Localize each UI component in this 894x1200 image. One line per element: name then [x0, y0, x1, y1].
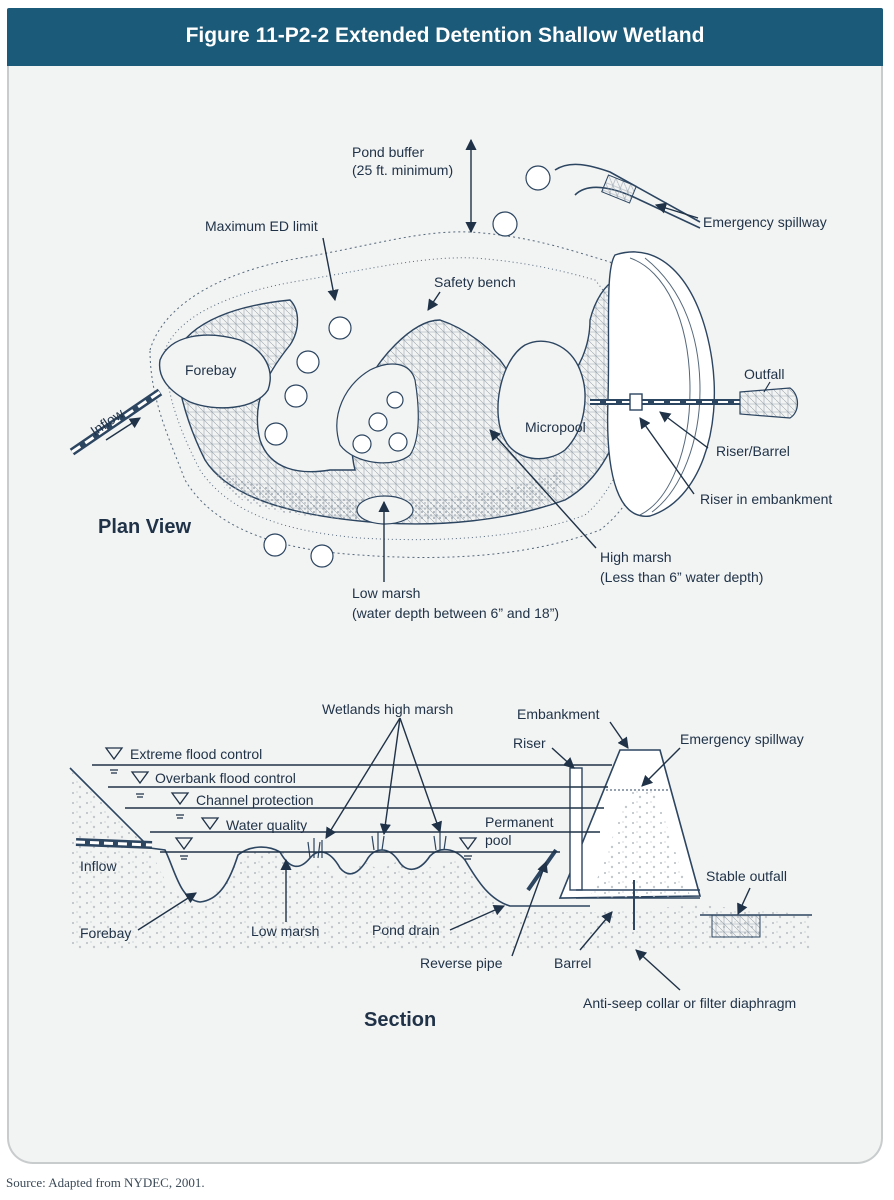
embankment-plan [606, 251, 716, 517]
forebay-arrow [137, 892, 197, 931]
ed-limit-arrow [322, 237, 339, 302]
high-marsh-area [215, 470, 562, 521]
label-overbank-flood-control: Overbank flood control [155, 770, 296, 786]
high-marsh-arrow [489, 429, 597, 549]
barrel-section [576, 889, 700, 899]
label-forebay-plan: Forebay [185, 362, 236, 378]
spillway-arrow [654, 202, 699, 219]
label-maximum-ed-limit: Maximum ED limit [205, 218, 318, 234]
label-low-marsh-section: Low marsh [251, 923, 319, 939]
safety-bench-arrow [427, 291, 441, 311]
deep-pool-oval [356, 495, 414, 525]
wetlands-arrow-1 [325, 717, 401, 839]
embankment-soil-fill [590, 790, 690, 898]
label-high-marsh-depth: (Less than 6” water depth) [600, 569, 763, 585]
label-high-marsh: High marsh [600, 549, 672, 565]
label-stable-outfall: Stable outfall [706, 868, 787, 884]
section-soil [70, 770, 812, 950]
label-riser-in-embankment: Riser in embankment [700, 491, 832, 507]
label-permanent-pool-1: Permanent [485, 814, 554, 830]
inflow-pipe-section-inner [75, 840, 153, 847]
label-outfall: Outfall [744, 366, 784, 382]
source-note: Source: Adapted from NYDEC, 2001. [6, 1175, 205, 1190]
label-reverse-pipe: Reverse pipe [420, 955, 503, 971]
inflow-arrow [105, 417, 141, 441]
embankment-arrow [609, 721, 629, 749]
wetlands-arrow-3 [399, 717, 442, 834]
label-riser: Riser [513, 735, 546, 751]
label-micropool: Micropool [525, 419, 586, 435]
section-view: Wetlands high marsh Embankment Emergency… [69, 701, 812, 1031]
label-pond-buffer: Pond buffer [352, 144, 424, 160]
label-water-quality: Water quality [226, 817, 307, 833]
label-extreme-flood-control: Extreme flood control [130, 746, 262, 762]
label-emergency-spillway-plan: Emergency spillway [703, 214, 827, 230]
riser-barrel-arrow [659, 411, 709, 449]
emergency-spillway-arrow [641, 747, 681, 787]
forebay-pond [158, 334, 271, 409]
pond-drain-arrow [449, 904, 506, 931]
label-pond-drain: Pond drain [372, 922, 440, 938]
wetlands-arrow-2 [379, 717, 401, 836]
plan-view-heading: Plan View [98, 516, 191, 538]
barrel-arrow [579, 911, 613, 951]
label-low-marsh-plan: Low marsh [352, 585, 420, 601]
anti-seep-arrow [635, 949, 681, 991]
wetland-figure: Pond buffer (25 ft. minimum) Emergency s… [69, 138, 832, 1031]
spillway-crest [601, 174, 637, 204]
label-safety-bench: Safety bench [434, 274, 516, 290]
stable-outfall-arrow [737, 887, 751, 916]
label-inflow-section: Inflow [80, 858, 117, 874]
tree-icons [263, 165, 551, 568]
micropool-pond [497, 340, 586, 460]
riser-embankment-arrow [639, 417, 695, 495]
reverse-pipe-arrow [511, 860, 548, 957]
riser-box [629, 393, 643, 411]
embankment-crest-line [629, 257, 691, 516]
figure-panel [7, 66, 883, 1164]
marsh-plant-icons [307, 832, 447, 859]
label-anti-seep: Anti-seep collar or filter diaphragm [583, 995, 796, 1011]
label-channel-protection: Channel protection [196, 792, 314, 808]
outfall-arrow [763, 381, 771, 393]
reverse-pipe [526, 848, 558, 892]
water-level-symbols [104, 747, 478, 860]
stable-outfall-rock [711, 914, 761, 938]
outfall-apron [739, 387, 799, 419]
inflow-pipe-inner [71, 390, 161, 454]
label-emergency-spillway-section: Emergency spillway [680, 731, 804, 747]
label-riser-barrel: Riser/Barrel [716, 443, 790, 459]
label-wetlands-high-marsh: Wetlands high marsh [322, 701, 453, 717]
figure-title: Figure 11-P2-2 Extended Detention Shallo… [7, 8, 883, 66]
label-permanent-pool-2: pool [485, 832, 511, 848]
label-low-marsh-depth: (water depth between 6” and 18”) [352, 605, 559, 621]
plan-view: Pond buffer (25 ft. minimum) Emergency s… [69, 138, 832, 621]
embankment-crest-line-2 [644, 257, 701, 513]
label-barrel: Barrel [554, 955, 591, 971]
label-forebay-section: Forebay [80, 925, 131, 941]
label-inflow-plan: Inflow [87, 405, 127, 439]
label-embankment: Embankment [517, 706, 600, 722]
riser-arrow [551, 747, 575, 769]
section-heading: Section [364, 1009, 436, 1031]
label-pond-buffer-min: (25 ft. minimum) [352, 162, 453, 178]
